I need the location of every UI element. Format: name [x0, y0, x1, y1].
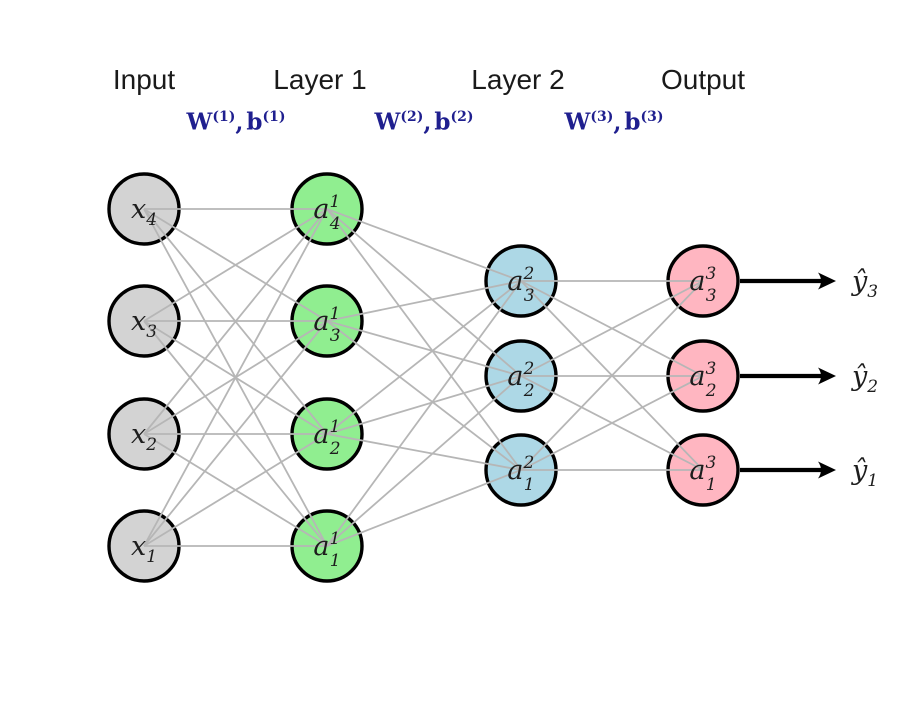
node-label-input-x2: x2	[131, 419, 157, 455]
weight-w-superscript: (2)	[400, 109, 424, 125]
weight-w-symbol: W	[564, 108, 591, 136]
edge-input-to-layer1	[143, 208, 328, 322]
weight-label-3: W(3),b(3)	[565, 105, 664, 135]
column-header-layer2: Layer 2	[471, 64, 565, 95]
output-value-label-y2: ŷ2	[851, 361, 878, 397]
edge-layer1-to-layer2	[326, 433, 522, 471]
weight-b-superscript: (1)	[262, 109, 286, 125]
output-arrow-head-icon	[818, 272, 836, 290]
edge-input-to-layer1	[143, 208, 328, 547]
edge-input-to-layer1	[143, 208, 328, 435]
weight-separator: ,	[613, 108, 622, 136]
edge-input-to-layer1	[143, 433, 328, 547]
column-header-layer1: Layer 1	[273, 64, 367, 95]
edge-layer1-to-layer2	[326, 280, 522, 435]
edge-layer1-to-layer2	[326, 469, 522, 547]
edge-layer2-to-output	[520, 280, 704, 471]
edge-input-to-layer1	[143, 320, 328, 547]
node-label-input-x1: x1	[131, 531, 157, 567]
weight-b-superscript: (3)	[640, 109, 664, 125]
weight-separator: ,	[235, 108, 244, 136]
edge-layer2-to-output	[520, 280, 704, 377]
weight-b-symbol: b	[434, 108, 451, 136]
edge-layer1-to-layer2	[326, 375, 522, 435]
weight-b-superscript: (2)	[450, 109, 474, 125]
edge-layer1-to-layer2	[326, 320, 522, 377]
edge-layer1-to-layer2	[326, 320, 522, 471]
weight-w-superscript: (1)	[212, 109, 236, 125]
column-header-output: Output	[660, 64, 746, 95]
edge-layer1-to-layer2	[326, 208, 522, 282]
weight-w-symbol: W	[186, 108, 213, 136]
output-value-label-y3: ŷ3	[851, 266, 878, 302]
weight-label-1: W(1),b(1)	[187, 105, 286, 135]
edge-layer1-to-layer2	[326, 208, 522, 471]
output-value-label-y1: ŷ1	[851, 455, 878, 491]
output-arrow-head-icon	[818, 461, 836, 479]
column-header-input: Input	[112, 64, 176, 95]
edge-layer1-to-layer2	[326, 280, 522, 547]
edge-layer1-to-layer2	[326, 208, 522, 377]
weight-label-2: W(2),b(2)	[375, 105, 474, 135]
weight-w-superscript: (3)	[590, 109, 614, 125]
edge-layer2-to-output	[520, 375, 704, 471]
weight-w-symbol: W	[374, 108, 401, 136]
weight-separator: ,	[423, 108, 432, 136]
node-label-input-x4: x4	[131, 194, 157, 230]
output-arrow-head-icon	[818, 367, 836, 385]
node-label-input-x3: x3	[131, 306, 157, 342]
weight-b-symbol: b	[624, 108, 641, 136]
weight-b-symbol: b	[246, 108, 263, 136]
edge-layer1-to-layer2	[326, 375, 522, 547]
edge-layer1-to-layer2	[326, 280, 522, 322]
